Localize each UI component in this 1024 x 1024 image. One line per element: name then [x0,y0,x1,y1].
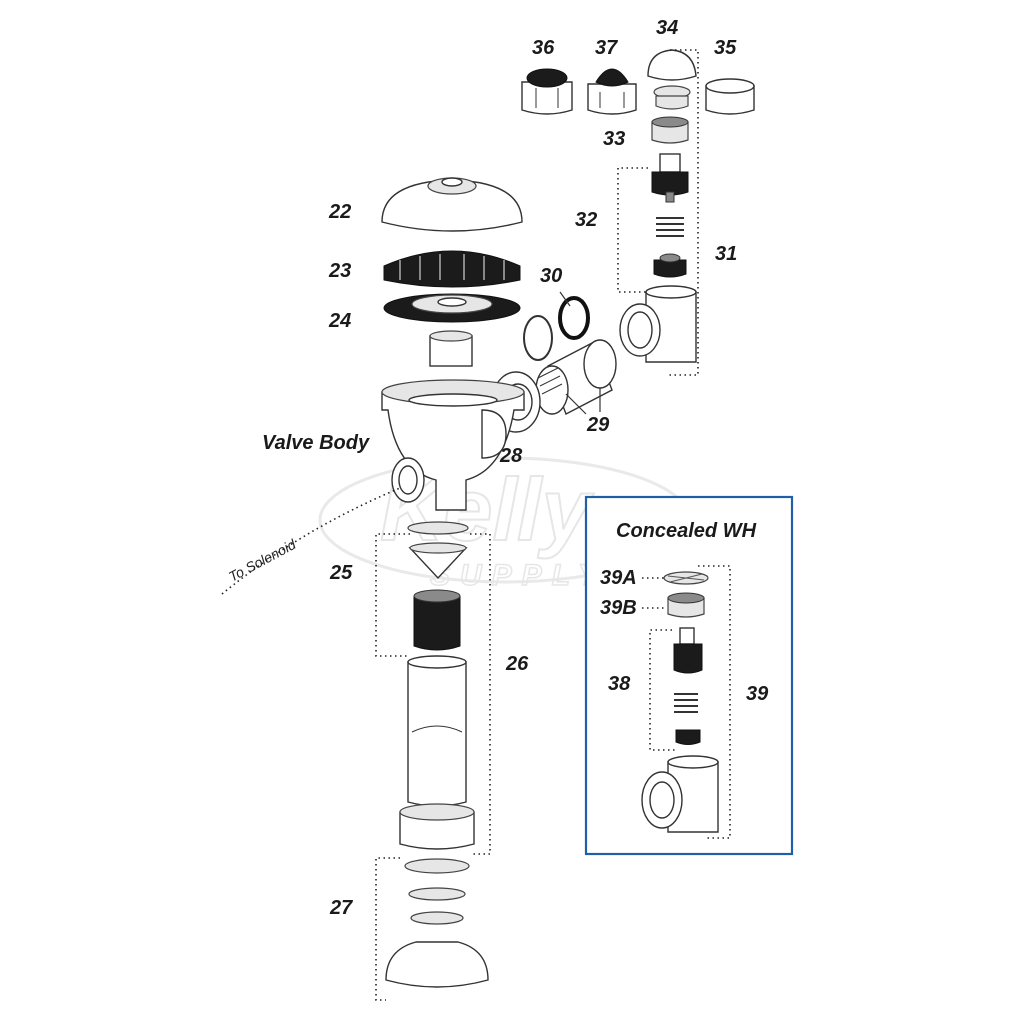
part-29-tailpiece [535,339,617,415]
part-23-inside-cover [383,250,521,288]
label-39b: 39B [600,597,637,619]
valve-body [381,379,525,511]
label-30: 30 [540,265,562,287]
bracket-25 [375,533,410,657]
label-valve-body: Valve Body [262,432,370,454]
part-22-cover [381,177,523,232]
label-35: 35 [714,37,737,59]
label-39a: 39A [600,567,637,589]
bracket-39 [698,565,731,839]
label-23: 23 [328,260,351,282]
label-34: 34 [656,17,678,39]
bracket-32 [617,167,648,293]
part-35-ring [705,78,755,115]
inset-title: Concealed WH [616,520,757,542]
label-33: 33 [603,128,625,150]
watermark: Kelly SUPPLY [318,456,692,593]
bracket-27 [375,857,400,1001]
to-solenoid-line [221,487,401,595]
part-30-oring [523,296,590,361]
part-34-cover [647,49,697,110]
label-27: 27 [329,897,353,919]
label-29: 29 [586,414,610,436]
part-25-parts [407,521,469,651]
part-32-cartridge [651,153,689,278]
label-24: 24 [328,310,351,332]
bracket-26 [470,533,491,855]
label-25: 25 [329,562,353,584]
label-to-solenoid: To Solenoid [226,535,299,584]
watermark-line2: SUPPLY [430,559,608,592]
bracket-31 [668,49,699,376]
label-32: 32 [575,209,597,231]
label-36: 36 [532,37,555,59]
part-36-cap [521,68,573,115]
leader-29a [565,393,587,415]
inset-parts [641,571,719,833]
label-37: 37 [595,37,618,59]
bracket-38 [649,629,676,751]
label-39: 39 [746,683,769,705]
leader-30 [559,291,571,307]
part-24-diaphragm [383,293,521,367]
part-33-bonnet [651,116,689,144]
part-27-flange [385,858,489,988]
label-22: 22 [328,201,351,223]
label-28: 28 [499,445,523,467]
part-26-sleeve [399,655,475,850]
label-31: 31 [715,243,737,265]
part-37-cap [587,68,637,115]
part-31-stop-body [619,285,697,363]
label-38: 38 [608,673,631,695]
label-26: 26 [505,653,529,675]
